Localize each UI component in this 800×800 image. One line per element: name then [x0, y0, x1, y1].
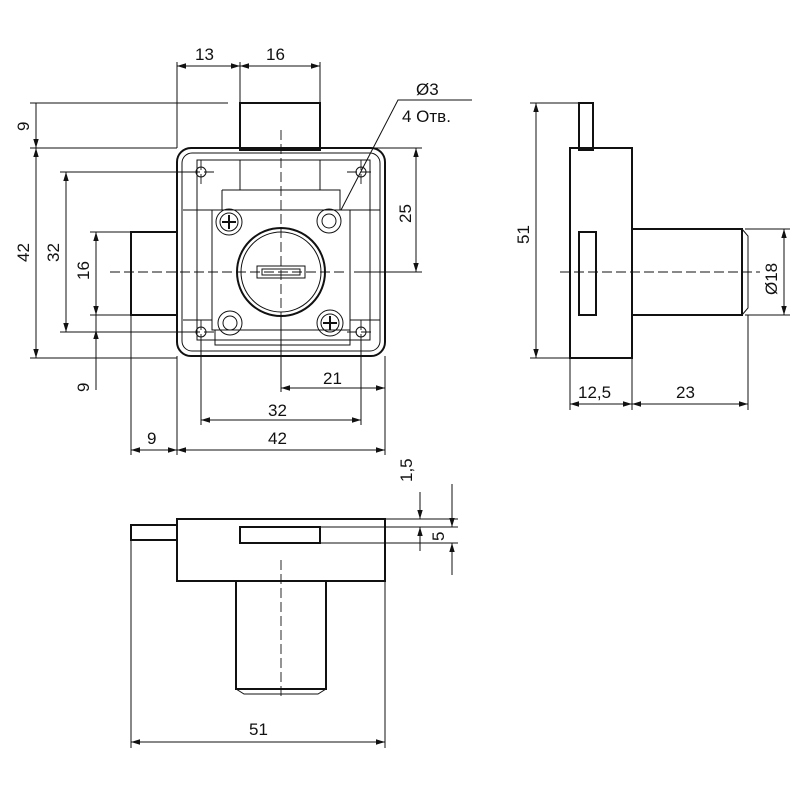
boss-bottom-left	[217, 310, 243, 336]
dim-bottom-51: 51	[249, 720, 268, 739]
screw-bottom-right	[316, 309, 344, 337]
screw-top-left	[215, 208, 243, 236]
dim-top-16: 16	[266, 45, 285, 64]
dim-bottom-21: 21	[323, 369, 342, 388]
front-dimension-text: 13 16 Ø3 4 Отв. 9 42 32 16 9 25 21 32 9 …	[14, 45, 451, 448]
bottom-dimension-text: 1,5 5 51	[249, 458, 448, 739]
side-slot	[578, 231, 597, 316]
dim-bottom-42: 42	[268, 429, 287, 448]
dim-side-dia18: Ø18	[762, 263, 781, 295]
front-left-bolt	[130, 231, 178, 316]
dim-left-42: 42	[14, 243, 33, 262]
dim-side-12-5: 12,5	[578, 383, 611, 402]
dim-hole-dia: Ø3	[416, 80, 439, 99]
dim-left-16: 16	[74, 261, 93, 280]
dim-bottom-5: 5	[429, 532, 448, 541]
dim-left-9-bottom: 9	[74, 383, 93, 392]
dim-hole-count: 4 Отв.	[402, 107, 451, 126]
bottom-bolt	[130, 524, 178, 541]
dim-bottom-1-5: 1,5	[397, 458, 416, 482]
bottom-dimension-lines	[130, 484, 458, 748]
side-bolt	[578, 102, 594, 151]
dim-bottom-9: 9	[147, 429, 156, 448]
dim-side-51: 51	[514, 225, 533, 244]
dim-right-25: 25	[396, 204, 415, 223]
bottom-body	[176, 518, 386, 582]
bottom-view	[130, 518, 386, 700]
dim-left-32: 32	[44, 243, 63, 262]
side-view	[560, 102, 760, 359]
front-dimension-lines	[30, 62, 472, 455]
side-dimension-lines	[530, 102, 790, 410]
dim-top-13: 13	[195, 45, 214, 64]
front-view	[110, 102, 386, 390]
dim-left-9-top: 9	[14, 122, 33, 131]
dim-bottom-32: 32	[268, 401, 287, 420]
boss-top-right	[316, 208, 342, 234]
bottom-slot	[239, 526, 321, 544]
front-top-bolt	[239, 102, 321, 151]
side-dimension-text: 51 Ø18 12,5 23	[514, 225, 781, 402]
dim-side-23: 23	[676, 383, 695, 402]
